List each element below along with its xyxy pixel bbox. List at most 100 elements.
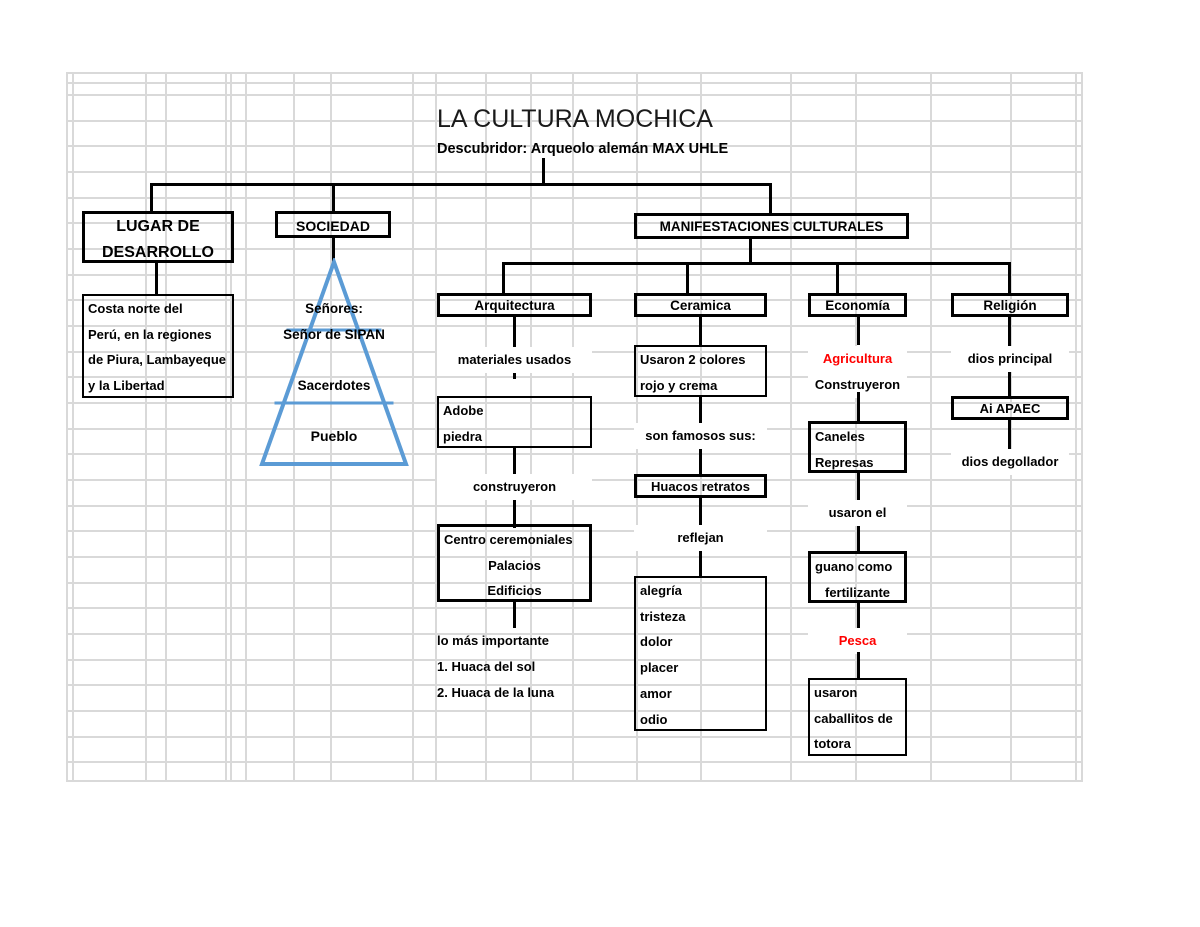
connector-economia-obras (857, 392, 860, 422)
connector-to-ceramica (686, 262, 689, 294)
ceramica-emotion: odio (640, 711, 668, 727)
grid-vline (1075, 72, 1077, 782)
connector-pesca-detalle (857, 652, 860, 679)
grid-vline (530, 72, 532, 782)
page-subtitle: Descubridor: Arqueolo alemán MAX UHLE (437, 141, 729, 157)
grid-hline (66, 710, 1083, 712)
grid-hline (66, 72, 1083, 74)
connector-to-religion (1008, 262, 1011, 294)
grid-hline (66, 530, 1083, 532)
grid-hline (66, 222, 1083, 224)
grid-hline (66, 607, 1083, 609)
ceramica-emotion: alegría (640, 583, 682, 598)
ceramica-emotion: placer (640, 660, 679, 676)
box-economia-label: Economía (825, 298, 890, 313)
label-dios-degollador: dios degollador (951, 449, 1069, 475)
economia-guano-line: guano como (815, 559, 893, 574)
grid-hline (66, 684, 1083, 686)
label-construyeron: construyeron (437, 474, 592, 500)
label-reflejan: reflejan (634, 525, 767, 551)
grid-hline (66, 171, 1083, 173)
grid-vline (330, 72, 332, 782)
box-ceramica: Ceramica (634, 293, 767, 317)
connector-religion-degollador (1008, 420, 1011, 450)
box-economia: Economía (808, 293, 907, 317)
grid-vline (790, 72, 792, 782)
grid-vline (412, 72, 414, 782)
connector-economia-agricultura (857, 317, 860, 345)
grid-hline (66, 82, 1083, 84)
grid-vline (72, 72, 74, 782)
pesca-detail-line: usaron (814, 685, 858, 700)
connector-to-sociedad (332, 183, 335, 213)
box-ai-apaec: Ai APAEC (951, 396, 1069, 420)
grid-vline (245, 72, 247, 782)
lugar-detail-line: Costa norte del (88, 301, 183, 316)
pesca-detail-line: totora (814, 736, 851, 752)
box-lugar-desarrollo: LUGAR DE DESARROLLO (82, 211, 234, 263)
ceramica-emotion: dolor (640, 634, 673, 650)
grid-hline (66, 120, 1083, 122)
box-economia-guano: guano como fertilizante (808, 551, 907, 603)
box-lugar-detail: Costa norte del Perú, en la regiones de … (82, 294, 234, 398)
box-economia-obras: Caneles Represas (808, 421, 907, 473)
grid-hline (66, 145, 1083, 147)
connector-title-down (542, 158, 545, 185)
arq-important-item: 2. Huaca de la luna (437, 685, 555, 700)
label-lo-mas-importante: lo más importante (437, 633, 549, 648)
pyramid-top-line1: Señores: (305, 301, 363, 316)
box-ceramica-colores: Usaron 2 colores rojo y crema (634, 345, 767, 397)
page-title: LA CULTURA MOCHICA (437, 105, 713, 133)
box-huacos-label: Huacos retratos (651, 479, 750, 494)
lugar-detail-line: y la Libertad (88, 378, 165, 394)
grid-vline (165, 72, 167, 782)
arq-material: piedra (443, 428, 483, 444)
grid-vline (572, 72, 574, 782)
arq-material: Adobe (443, 403, 484, 418)
box-manifestaciones: MANIFESTACIONES CULTURALES (634, 213, 909, 239)
connector-to-manifestaciones (769, 183, 772, 213)
label-son-famosos-sus: son famosos sus: (634, 423, 767, 449)
connector-main-bus (150, 183, 772, 186)
label-materiales-usados: materiales usados (437, 347, 592, 373)
label-construyeron-economia: Construyeron (808, 372, 907, 398)
box-arquitectura: Arquitectura (437, 293, 592, 317)
grid-hline (66, 428, 1083, 430)
connector-economia-pesca (857, 603, 860, 633)
grid-hline (66, 453, 1083, 455)
box-manifestaciones-label: MANIFESTACIONES CULTURALES (659, 219, 884, 234)
box-arq-edificaciones: Centro ceremoniales Palacios Edificios (437, 524, 592, 602)
connector-lugar-detail (155, 263, 158, 294)
pyramid-middle-label: Sacerdotes (297, 378, 371, 393)
label-pesca: Pesca (808, 628, 907, 654)
grid-hline (66, 402, 1083, 404)
pyramid-top-line2: Señor de SIPAN (283, 327, 385, 342)
box-ai-apaec-label: Ai APAEC (979, 401, 1041, 416)
ceramica-color-line: rojo y crema (640, 377, 718, 393)
connector-to-economia (836, 262, 839, 294)
grid-hline (66, 582, 1083, 584)
arq-building: Palacios (488, 557, 541, 573)
box-sociedad-label: SOCIEDAD (296, 218, 370, 234)
pesca-detail-line: caballitos de (814, 710, 893, 726)
label-dios-principal: dios principal (951, 346, 1069, 372)
grid-vline (230, 72, 232, 782)
grid-vline (1081, 72, 1083, 782)
grid-vline (930, 72, 932, 782)
box-lugar-line2: DESARROLLO (102, 243, 214, 261)
connector-sociedad-pyramid (332, 238, 335, 263)
label-agricultura: Agricultura (808, 346, 907, 372)
grid-hline (66, 633, 1083, 635)
arq-building: Edificios (487, 583, 542, 599)
grid-hline (66, 325, 1083, 327)
grid-vline (66, 72, 68, 782)
grid-hline (66, 659, 1083, 661)
arq-building: Centro ceremoniales (444, 532, 573, 547)
sociedad-pyramid: Señores: Señor de SIPAN Sacerdotes Puebl… (258, 256, 410, 468)
connector-manifestaciones-bus (502, 262, 1011, 265)
grid-hline (66, 299, 1083, 301)
connector-arq-importante (513, 602, 516, 628)
label-usaron-el: usaron el (808, 500, 907, 526)
ceramica-color-line: Usaron 2 colores (640, 352, 746, 367)
grid-vline (293, 72, 295, 782)
